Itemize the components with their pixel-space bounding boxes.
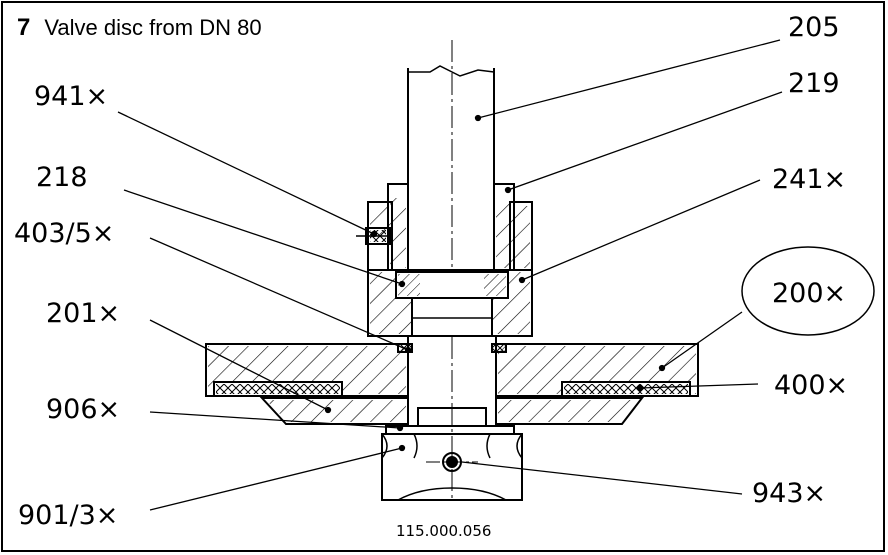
label-906: 906× xyxy=(46,394,120,425)
leader-lines xyxy=(117,39,783,511)
label-205: 205 xyxy=(788,12,840,43)
drawing-geometry xyxy=(205,40,875,501)
figure-number: 7 xyxy=(17,14,31,41)
figure-caption: Valve disc from DN 80 xyxy=(44,15,262,40)
label-901: 901/3× xyxy=(18,500,118,531)
label-219: 219 xyxy=(788,68,840,99)
label-403: 403/5× xyxy=(14,218,114,249)
part-labels: 205 219 941× 218 241× 403/5× 200× 201× 4… xyxy=(14,12,848,540)
drawing-number: 115.000.056 xyxy=(396,522,491,540)
figure-title: 7 Valve disc from DN 80 xyxy=(17,14,262,44)
label-941: 941× xyxy=(34,81,108,112)
washer-906 xyxy=(385,425,515,435)
hex-nut-901 xyxy=(381,433,523,501)
disc-holder-201-right xyxy=(495,397,645,425)
stem-break-line xyxy=(408,65,495,77)
callout-bubble-200 xyxy=(741,246,875,336)
label-400: 400× xyxy=(774,370,848,401)
disc-holder-201-left xyxy=(259,397,409,425)
label-218: 218 xyxy=(36,162,88,193)
label-200: 200× xyxy=(772,278,846,309)
label-201: 201× xyxy=(46,298,120,329)
stem-205 xyxy=(407,68,495,270)
label-943: 943× xyxy=(752,478,826,509)
label-241: 241× xyxy=(772,164,846,195)
